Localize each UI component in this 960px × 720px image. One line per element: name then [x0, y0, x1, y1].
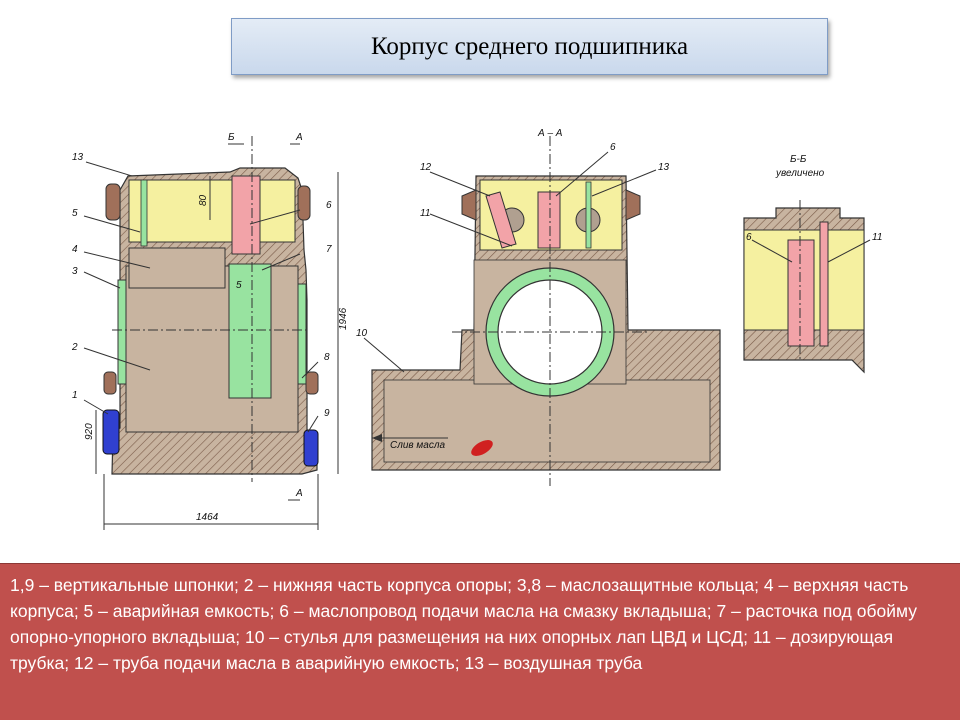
- dim-80-label: 80: [198, 194, 209, 206]
- section-a-bottom-label: А: [295, 488, 303, 499]
- label-6: 6: [326, 200, 332, 211]
- bore-green-left: [228, 263, 272, 399]
- dim-920-label: 920: [84, 423, 95, 440]
- key-9: [303, 429, 319, 467]
- label-8: 8: [324, 352, 330, 363]
- bolt-right-low: [305, 371, 319, 395]
- bolt-left-top: [105, 183, 121, 221]
- right-label-6: 6: [746, 232, 752, 243]
- section-b-b-subtitle: увеличено: [775, 168, 825, 179]
- drain-red-mark: [471, 440, 493, 456]
- oil-ring-3: [117, 279, 127, 385]
- key-1: [102, 409, 120, 455]
- section-b-label: Б: [228, 132, 235, 143]
- label-3: 3: [72, 266, 78, 277]
- right-view: Б-Б увеличено 6 11: [743, 154, 882, 374]
- slide-title-box: Корпус среднего подшипника: [231, 18, 828, 75]
- right-label-11: 11: [872, 232, 882, 243]
- oil-pipe-pink-left: [231, 175, 261, 255]
- oil-pipe-6-right: [787, 239, 815, 347]
- legend-caption-box: 1,9 – вертикальные шпонки; 2 – нижняя ча…: [0, 563, 960, 720]
- oil-pipe-6-center: [537, 191, 561, 249]
- air-pipe-left: [140, 179, 148, 247]
- technical-drawing: Б А А 13 5 4 3 2 1 6 7 8 9 5 80 1946 920…: [71, 128, 882, 530]
- dim-1946-label: 1946: [338, 307, 349, 330]
- center-label-12: 12: [420, 162, 432, 173]
- center-label-13: 13: [658, 162, 670, 173]
- center-label-11: 11: [420, 208, 430, 219]
- label-2: 2: [71, 342, 78, 353]
- emergency-tank-left: [128, 179, 296, 243]
- label-7: 7: [326, 244, 332, 255]
- label-4: 4: [72, 244, 78, 255]
- legend-caption-text: 1,9 – вертикальные шпонки; 2 – нижняя ча…: [10, 575, 917, 673]
- bolt-left-low: [103, 371, 117, 395]
- label-1: 1: [72, 390, 78, 401]
- label-13: 13: [72, 152, 84, 163]
- dim-1464-label: 1464: [196, 512, 219, 523]
- section-b-b-title: Б-Б: [790, 154, 807, 165]
- label-5: 5: [72, 208, 78, 219]
- center-label-6: 6: [610, 142, 616, 153]
- dosing-tube-11: [819, 221, 829, 347]
- center-label-10: 10: [356, 328, 368, 339]
- air-pipe-center: [585, 181, 592, 249]
- slide-title: Корпус среднего подшипника: [370, 32, 689, 60]
- bolt-center-right: [625, 189, 641, 221]
- upper-housing-block: [128, 247, 226, 289]
- pipe-12: [485, 191, 517, 249]
- left-lower-body: [125, 265, 299, 433]
- drain-label: Слив масла: [390, 440, 445, 451]
- oil-ring-8: [297, 283, 307, 385]
- left-view: Б А А 13 5 4 3 2 1 6 7 8 9 5 80 1946 920…: [71, 132, 349, 530]
- section-a-a-title: А – А: [537, 128, 563, 139]
- label-9: 9: [324, 408, 330, 419]
- center-view: А – А Слив масла 12 11 6 13 10: [356, 128, 721, 486]
- label-5-b: 5: [236, 280, 242, 291]
- bolt-center-left: [461, 189, 477, 221]
- bolt-right-top: [297, 185, 311, 221]
- section-a-label: А: [295, 132, 303, 143]
